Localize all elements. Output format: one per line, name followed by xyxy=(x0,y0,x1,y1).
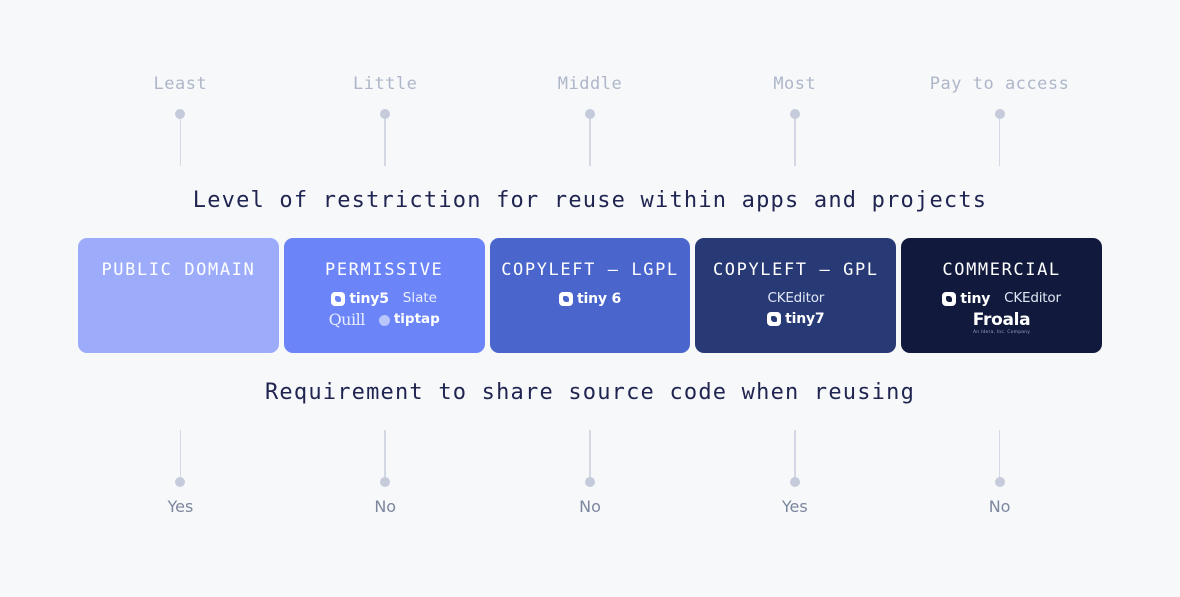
bottom-marker-commercial: No xyxy=(897,430,1102,516)
bottom-marker-label: No xyxy=(988,497,1011,516)
license-block-permissive[interactable]: PERMISSIVE tiny5 Slate Quill tiptap xyxy=(283,238,485,353)
bottom-marker-label: Yes xyxy=(167,497,194,516)
brand-logo-ckeditor: CKEditor xyxy=(1004,290,1061,307)
tiptap-mark-icon xyxy=(378,314,390,326)
brand-logo-froala: Froala An Idera, Inc. Company xyxy=(973,312,1031,336)
bottom-marker-public-domain: Yes xyxy=(78,430,283,516)
brand-logo-tinymce5: tiny5 xyxy=(331,291,389,307)
top-axis-markers: Least Little Middle Most Pay to access xyxy=(78,74,1102,166)
license-block-logos: tiny 6 xyxy=(558,291,621,307)
brand-label: tiptap xyxy=(393,311,440,328)
marker-stem xyxy=(179,430,182,477)
license-block-title: PERMISSIVE xyxy=(325,260,444,280)
brand-label: tiny 6 xyxy=(576,291,621,307)
top-marker-middle: Middle xyxy=(488,74,693,166)
logo-row: CKEditor xyxy=(767,290,825,306)
marker-dot-icon xyxy=(994,109,1005,119)
bottom-marker-copyleft-lgpl: No xyxy=(488,430,693,516)
license-block-title: COPYLEFT — LGPL xyxy=(501,260,679,280)
marker-stem xyxy=(794,119,796,166)
brand-logo-ckeditor: CKEditor xyxy=(767,290,825,306)
license-block-logos: tiny CKEditor Froala An Idera, Inc. Comp… xyxy=(942,290,1061,336)
marker-stem xyxy=(384,430,386,477)
top-marker-little: Little xyxy=(283,74,488,166)
license-block-copyleft-lgpl[interactable]: COPYLEFT — LGPL tiny 6 xyxy=(489,238,691,353)
top-marker-least: Least xyxy=(78,74,283,166)
marker-stem xyxy=(589,430,591,477)
license-block-title: COMMERCIAL xyxy=(942,260,1061,280)
top-marker-label: Pay to access xyxy=(929,74,1070,94)
brand-logo-quill: Quill xyxy=(328,310,366,329)
license-block-logos: CKEditor tiny7 xyxy=(767,290,825,327)
marker-dot-icon xyxy=(175,477,186,487)
top-marker-most: Most xyxy=(692,74,897,166)
logo-row: Froala An Idera, Inc. Company xyxy=(973,312,1031,336)
top-marker-label: Little xyxy=(352,74,418,94)
brand-label: tiny5 xyxy=(349,291,389,307)
brand-logo-slate: Slate xyxy=(402,290,437,307)
top-marker-label: Middle xyxy=(557,74,623,94)
marker-dot-icon xyxy=(175,109,186,119)
marker-stem xyxy=(179,119,182,166)
marker-dot-icon xyxy=(380,477,391,487)
tinymce-mark-icon xyxy=(331,292,346,306)
logo-row: tiny7 xyxy=(767,310,825,327)
marker-dot-icon xyxy=(584,477,595,487)
license-block-commercial[interactable]: COMMERCIAL tiny CKEditor Froala An Idera… xyxy=(901,238,1102,353)
marker-dot-icon xyxy=(789,477,800,487)
brand-label: tiny xyxy=(960,291,991,307)
top-marker-label: Most xyxy=(773,74,817,94)
bottom-marker-label: Yes xyxy=(781,497,808,516)
tinymce-mark-icon xyxy=(942,292,957,306)
brand-logo-tinymce: tiny xyxy=(942,292,990,306)
bottom-marker-permissive: No xyxy=(283,430,488,516)
brand-label: Froala xyxy=(972,310,1031,330)
tinymce-mark-icon xyxy=(767,311,782,326)
top-axis-caption: Level of restriction for reuse within ap… xyxy=(192,188,988,213)
logo-row: Quill tiptap xyxy=(329,312,440,328)
license-block-public-domain[interactable]: PUBLIC DOMAIN xyxy=(78,238,279,353)
license-block-logos: tiny5 Slate Quill tiptap xyxy=(329,292,440,328)
brand-label: tiny7 xyxy=(785,310,825,327)
logo-row: tiny CKEditor xyxy=(942,290,1061,307)
brand-logo-tiptap: tiptap xyxy=(378,311,440,328)
tinymce-mark-icon xyxy=(558,292,573,306)
brand-tagline: An Idera, Inc. Company xyxy=(973,330,1031,335)
license-block-title: PUBLIC DOMAIN xyxy=(101,260,256,280)
bottom-marker-copyleft-gpl: Yes xyxy=(692,430,897,516)
logo-row: tiny5 Slate xyxy=(331,292,437,306)
marker-dot-icon xyxy=(380,109,391,119)
marker-dot-icon xyxy=(994,477,1005,487)
marker-stem xyxy=(589,119,591,166)
brand-logo-tinymce6: tiny 6 xyxy=(558,291,621,307)
top-marker-label: Least xyxy=(153,74,208,94)
marker-stem xyxy=(794,430,796,477)
brand-logo-tinymce7: tiny7 xyxy=(767,310,825,327)
top-marker-pay-to-access: Pay to access xyxy=(897,74,1102,166)
bottom-axis-markers: Yes No No Yes No xyxy=(78,430,1102,516)
license-spectrum-bar: PUBLIC DOMAIN PERMISSIVE tiny5 Slate Qui… xyxy=(78,238,1102,353)
license-block-copyleft-gpl[interactable]: COPYLEFT — GPL CKEditor tiny7 xyxy=(695,238,897,353)
marker-stem xyxy=(384,119,386,166)
marker-stem xyxy=(998,430,1001,477)
marker-dot-icon xyxy=(584,109,595,119)
logo-row: tiny 6 xyxy=(558,291,621,307)
marker-dot-icon xyxy=(789,109,800,119)
bottom-marker-label: No xyxy=(579,497,601,516)
marker-stem xyxy=(998,119,1001,166)
bottom-marker-label: No xyxy=(374,497,397,516)
bottom-axis-caption: Requirement to share source code when re… xyxy=(264,380,916,405)
license-block-title: COPYLEFT — GPL xyxy=(712,260,879,280)
